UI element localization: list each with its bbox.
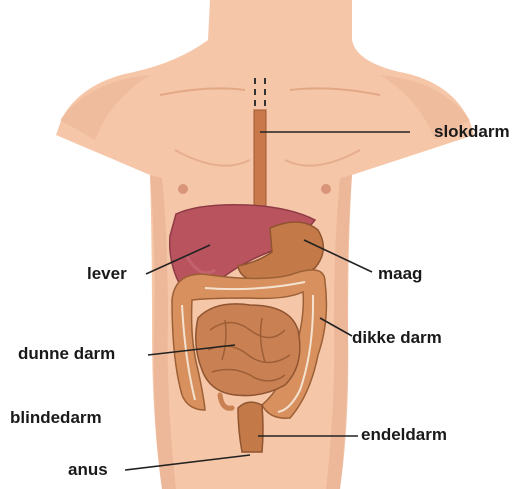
rectum (238, 402, 263, 452)
right-nipple (321, 184, 331, 194)
label-endeldarm: endeldarm (361, 425, 447, 445)
left-nipple (178, 184, 188, 194)
label-dikke-darm: dikke darm (352, 328, 442, 348)
label-maag: maag (378, 264, 422, 284)
label-lever: lever (87, 264, 127, 284)
label-slokdarm: slokdarm (434, 122, 510, 142)
label-dunne-darm: dunne darm (18, 344, 115, 364)
label-blindedarm: blindedarm (10, 408, 102, 428)
small-intestine (196, 304, 300, 396)
label-anus: anus (68, 460, 108, 480)
